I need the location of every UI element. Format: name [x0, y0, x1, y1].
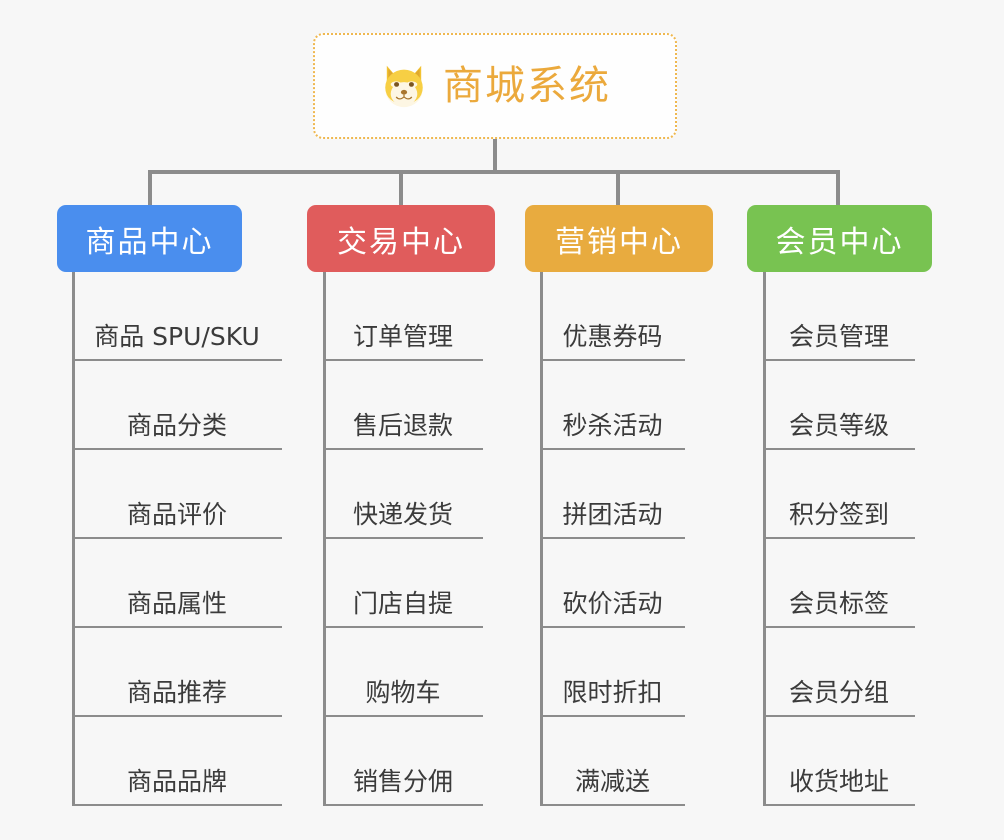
list-item[interactable]: 门店自提: [323, 539, 483, 628]
connector-drop-product-center: [148, 170, 152, 206]
list-item-label: 限时折扣: [562, 678, 663, 707]
category-header-product-center[interactable]: 商品中心: [57, 205, 242, 272]
list-item-label: 商品评价: [126, 500, 227, 529]
category-header-label: 交易中心: [337, 224, 465, 260]
list-item[interactable]: 秒杀活动: [540, 361, 685, 450]
root-title: 商城系统: [443, 63, 611, 109]
category-header-label: 商品中心: [85, 224, 214, 260]
connector-root-vertical: [493, 139, 497, 173]
list-item[interactable]: 会员管理: [763, 272, 915, 361]
list-item-label: 销售分佣: [352, 767, 453, 796]
list-item[interactable]: 商品推荐: [72, 628, 282, 717]
list-item[interactable]: 优惠券码: [540, 272, 685, 361]
column-spine-member-center: [763, 272, 766, 806]
list-item[interactable]: 砍价活动: [540, 539, 685, 628]
list-item[interactable]: 订单管理: [323, 272, 483, 361]
list-item-label: 订单管理: [352, 322, 453, 351]
list-item-label: 商品分类: [126, 411, 227, 440]
list-item[interactable]: 会员标签: [763, 539, 915, 628]
category-column-product-center: 商品 SPU/SKU 商品分类商品评价商品属性商品推荐商品品牌: [72, 272, 302, 816]
root-node[interactable]: 商城系统: [313, 33, 677, 139]
list-item-label: 会员标签: [788, 589, 889, 618]
list-item[interactable]: 商品品牌: [72, 717, 282, 806]
list-item[interactable]: 会员等级: [763, 361, 915, 450]
list-item-label: 商品推荐: [126, 678, 227, 707]
connector-drop-member-center: [836, 170, 840, 206]
category-header-marketing-center[interactable]: 营销中心: [525, 205, 713, 272]
connector-horizontal-bar: [150, 170, 840, 174]
list-item-label: 商品属性: [126, 589, 227, 618]
list-item[interactable]: 商品 SPU/SKU: [72, 272, 282, 361]
list-item[interactable]: 购物车: [323, 628, 483, 717]
list-item[interactable]: 拼团活动: [540, 450, 685, 539]
list-item-label: 秒杀活动: [562, 411, 663, 440]
list-item-label: 会员分组: [788, 678, 889, 707]
list-item-label: 购物车: [365, 678, 441, 707]
list-item-label: 会员管理: [788, 322, 889, 351]
connector-drop-trade-center: [399, 170, 403, 206]
column-spine-trade-center: [323, 272, 326, 806]
list-item-label: 商品 SPU/SKU: [94, 322, 260, 351]
column-spine-product-center: [72, 272, 75, 806]
list-item[interactable]: 售后退款: [323, 361, 483, 450]
list-item[interactable]: 限时折扣: [540, 628, 685, 717]
list-item-label: 售后退款: [352, 411, 453, 440]
list-item-label: 收货地址: [788, 767, 889, 796]
connector-drop-marketing-center: [616, 170, 620, 206]
list-item-label: 会员等级: [788, 411, 889, 440]
list-item-label: 优惠券码: [562, 322, 663, 351]
list-item[interactable]: 收货地址: [763, 717, 915, 806]
shiba-dog-icon: [379, 61, 429, 111]
list-item-label: 商品品牌: [126, 767, 227, 796]
category-column-member-center: 会员管理会员等级积分签到会员标签会员分组收货地址: [763, 272, 935, 816]
list-item[interactable]: 商品评价: [72, 450, 282, 539]
column-spine-marketing-center: [540, 272, 543, 806]
category-header-member-center[interactable]: 会员中心: [747, 205, 932, 272]
list-item[interactable]: 商品分类: [72, 361, 282, 450]
category-header-label: 营销中心: [555, 224, 683, 260]
list-item-label: 快递发货: [352, 500, 453, 529]
list-item-label: 拼团活动: [562, 500, 663, 529]
list-item-label: 砍价活动: [562, 589, 663, 618]
list-item-label: 满减送: [574, 767, 650, 796]
list-item-label: 积分签到: [788, 500, 889, 529]
list-item[interactable]: 快递发货: [323, 450, 483, 539]
list-item[interactable]: 销售分佣: [323, 717, 483, 806]
category-column-marketing-center: 优惠券码秒杀活动拼团活动砍价活动限时折扣满减送: [540, 272, 705, 816]
list-item[interactable]: 会员分组: [763, 628, 915, 717]
list-item[interactable]: 积分签到: [763, 450, 915, 539]
category-column-trade-center: 订单管理售后退款快递发货门店自提购物车销售分佣: [323, 272, 503, 816]
list-item[interactable]: 商品属性: [72, 539, 282, 628]
list-item[interactable]: 满减送: [540, 717, 685, 806]
category-header-trade-center[interactable]: 交易中心: [307, 205, 495, 272]
list-item-label: 门店自提: [352, 589, 453, 618]
category-header-label: 会员中心: [775, 224, 904, 260]
